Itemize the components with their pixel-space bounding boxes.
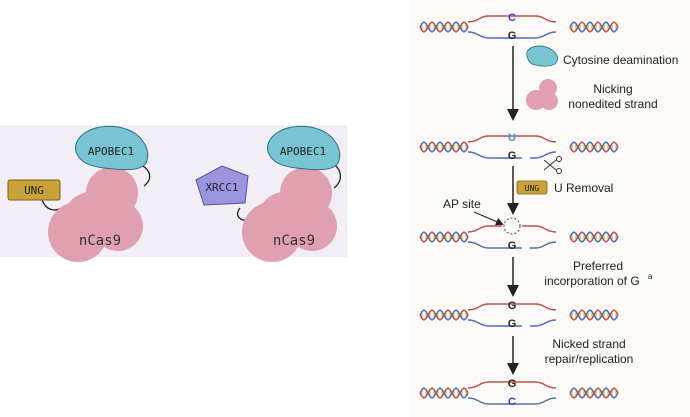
- base-bottom: G: [508, 30, 517, 42]
- preferred-label-line2: incorporation of G: [544, 274, 639, 288]
- helix-strand-bottom: [569, 309, 619, 321]
- base-bottom: C: [508, 396, 516, 408]
- helix-strand-bottom: [569, 387, 619, 399]
- strand-top: [467, 135, 557, 143]
- ncas9-shape-2: [242, 167, 337, 262]
- strand-bottom-left: [467, 319, 522, 327]
- pathway-panel: C G Cytosine deamination Nicking nonedit…: [410, 0, 690, 417]
- strand-bottom-right: [530, 151, 557, 159]
- pathway-panel-bg: [410, 0, 690, 417]
- helix-left: [419, 21, 469, 33]
- helix-right: [569, 21, 619, 33]
- helix-left: [419, 309, 469, 321]
- helix-strand-bottom: [569, 141, 619, 153]
- legend-repair: Nicked strand repair/replication: [545, 337, 634, 366]
- base-top: U: [508, 132, 516, 144]
- helix-strand-bottom: [419, 141, 469, 153]
- dna-step-5: G C: [419, 378, 619, 408]
- ung-label: UNG: [24, 184, 44, 197]
- helix-strand-bottom: [419, 387, 469, 399]
- base-bottom: G: [508, 150, 517, 162]
- helix-strand-bottom: [419, 21, 469, 33]
- base-top: G: [508, 378, 517, 390]
- ncas9-label-2: nCas9: [273, 233, 315, 249]
- apobec1-label-2: APOBEC1: [280, 145, 326, 158]
- helix-right: [569, 141, 619, 153]
- strand-bottom: [467, 31, 557, 39]
- ncas9-label: nCas9: [79, 233, 121, 249]
- helix-right: [569, 231, 619, 243]
- repair-label-line2: repair/replication: [545, 352, 634, 366]
- legend-nicking: Nicking nonedited strand: [526, 79, 658, 111]
- strand-bottom-left: [467, 151, 522, 159]
- helix-left: [419, 387, 469, 399]
- strand-top: [467, 15, 557, 23]
- helix-strand-bottom: [569, 231, 619, 243]
- repair-label-line1: Nicked strand: [552, 337, 625, 351]
- apobec1-label: APOBEC1: [88, 145, 134, 158]
- nicking-label-line1: Nicking: [593, 82, 632, 96]
- ap-site-pointer: [473, 211, 504, 226]
- ung-box: [7, 179, 61, 201]
- helix-strand-bottom: [419, 231, 469, 243]
- legend-deamination: Cytosine deamination: [526, 45, 678, 67]
- base-bottom: G: [508, 318, 517, 330]
- construct-xrcc-apobec: nCas9 APOBEC1 XRCC1: [195, 125, 341, 262]
- legend-preferred: Preferred incorporation of G a: [544, 259, 653, 288]
- strand-top-right: [522, 225, 557, 233]
- helix-right: [569, 309, 619, 321]
- deamination-label: Cytosine deamination: [563, 53, 678, 67]
- helix-strand-bottom: [569, 21, 619, 33]
- apobec1-shape-2: [267, 125, 341, 171]
- ap-site-label: AP site: [443, 197, 481, 211]
- strand-bottom-right: [530, 241, 557, 249]
- strand-bottom: [467, 397, 557, 405]
- dna-step-4: G G: [419, 300, 619, 330]
- ncas9-shape: [48, 167, 143, 262]
- strand-top-left: [467, 225, 502, 233]
- helix-right: [569, 387, 619, 399]
- strand-top: [467, 381, 557, 389]
- dna-step-2: U G: [419, 132, 619, 174]
- base-top: C: [508, 12, 516, 24]
- cas9-icon: [526, 79, 558, 110]
- xrcc1-label: XRCC1: [205, 181, 238, 194]
- ung-badge: [516, 180, 548, 195]
- dna-step-1: C G: [419, 12, 619, 42]
- strand-top: [467, 303, 557, 311]
- legend-u-removal: UNG U Removal: [516, 180, 613, 195]
- strand-bottom-right: [530, 319, 557, 327]
- ung-badge-label: UNG: [525, 184, 540, 193]
- apobec-icon: [526, 45, 558, 67]
- preferred-superscript: a: [648, 272, 653, 281]
- base-top: G: [508, 300, 517, 312]
- helix-left: [419, 231, 469, 243]
- ap-site-gap: [503, 217, 521, 235]
- construct-ung-apobec: nCas9 APOBEC1 UNG: [7, 125, 151, 262]
- apobec1-shape: [75, 125, 149, 171]
- helix-strand-bottom: [419, 309, 469, 321]
- xrcc1-shape: [195, 165, 249, 206]
- dna-step-3: G: [419, 217, 619, 252]
- ap-site-callout: AP site: [443, 197, 504, 226]
- nicking-label-line2: nonedited strand: [568, 97, 657, 111]
- u-removal-label: U Removal: [554, 181, 613, 195]
- preferred-label-line1: Preferred: [573, 259, 623, 273]
- scissors-icon: [543, 156, 562, 174]
- helix-left: [419, 141, 469, 153]
- base-bottom: G: [508, 240, 517, 252]
- strand-bottom-left: [467, 241, 522, 249]
- construct-panel: nCas9 APOBEC1 UNG nCas9 APOBEC1 XRCC1: [0, 125, 347, 262]
